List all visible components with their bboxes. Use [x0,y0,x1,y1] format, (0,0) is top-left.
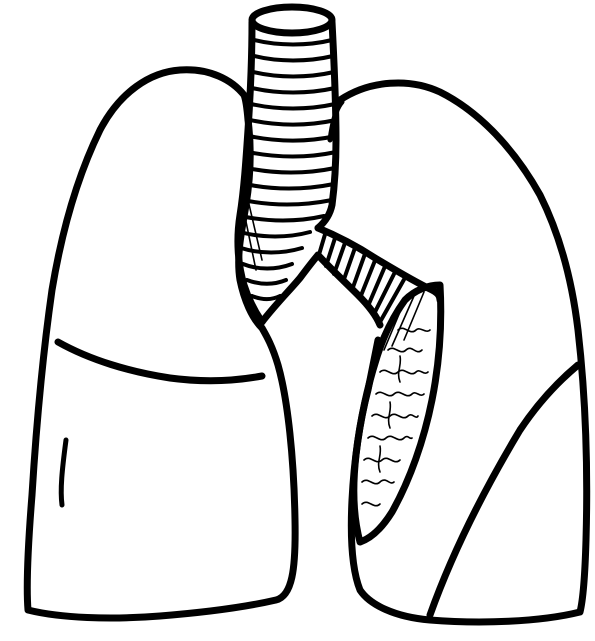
trachea-ring [252,88,335,93]
alveoli-squiggle [376,392,424,395]
trachea-ring [241,248,302,253]
alveoli-squiggle [380,370,428,373]
trachea-ring [253,72,334,77]
alveoli-squiggle [379,446,381,472]
trachea-ring [248,152,336,157]
trachea-ring [247,168,335,173]
trachea-right-wall [318,22,336,228]
trachea-hatch [244,212,256,270]
left-bronchus-icon [318,228,440,325]
trachea-ring [251,104,335,109]
alveoli-section-icon [354,285,441,542]
trachea-ring [254,40,332,45]
trachea-ring [250,120,336,125]
trachea-ring [254,56,333,61]
alveoli-squiggle [398,328,430,331]
trachea-ring [245,184,334,189]
alveoli-section-outline [354,285,441,542]
bronchus-ring [374,270,396,314]
left-lung-fissure-icon [430,365,578,615]
alveoli-squiggle [372,414,418,417]
trachea-ring [243,200,332,205]
alveoli-squiggle [364,458,400,461]
right-lung-inner-stroke [61,440,66,505]
trachea-ring [243,264,292,269]
bronchus-ring [334,240,346,274]
trachea-ring [252,296,280,299]
trachea-ring [240,232,310,237]
bronchus-ring [326,235,336,266]
bronchus-ring [318,231,326,258]
trachea-ring [249,136,336,141]
trachea-ring [241,216,324,221]
trachea-ring [247,280,286,284]
trachea-opening [252,7,332,33]
bronchus-rings [318,231,406,322]
alveoli-squiggle [399,356,401,382]
bronchus-ring [343,245,356,282]
alveoli-squiggle [362,480,394,484]
alveoli-squiggle [362,502,380,505]
alveoli-squiggles [362,292,430,506]
alveoli-squiggle [388,348,422,351]
right-lung-fissure-icon [58,342,262,381]
alveoli-squiggle [368,436,412,439]
